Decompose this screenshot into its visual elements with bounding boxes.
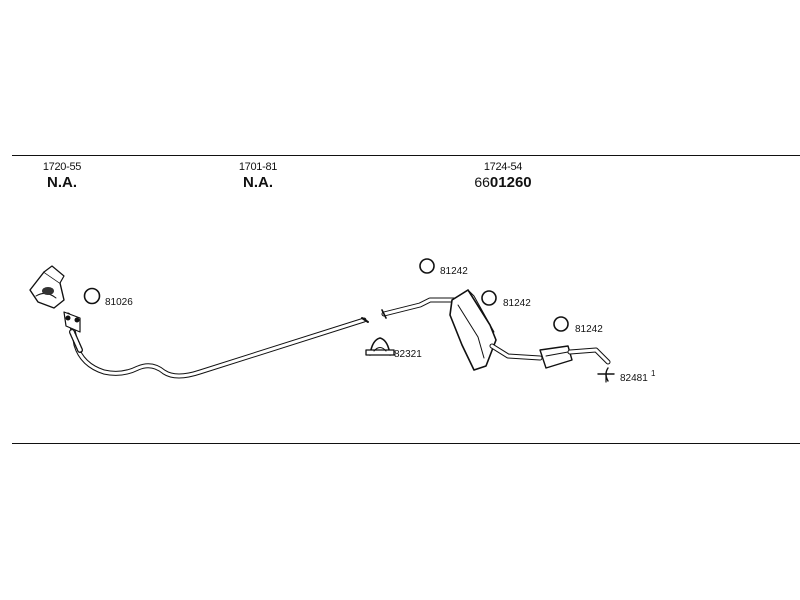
right-gasket-ring-icon bbox=[553, 316, 569, 332]
front-pipe-icon bbox=[63, 311, 369, 379]
bottom-divider-line bbox=[12, 443, 800, 444]
top-gasket-ring-icon bbox=[419, 258, 435, 274]
tail-pipe-icon bbox=[489, 343, 611, 369]
rear-hanger-icon bbox=[597, 367, 615, 383]
rear-muffler-icon bbox=[449, 289, 497, 371]
front-mount-icon bbox=[29, 265, 65, 309]
rear-section-value-number: 01260 bbox=[489, 174, 532, 191]
rear-section-code: 1724-54 bbox=[483, 161, 523, 173]
hanger-superscript: 1 bbox=[651, 369, 656, 378]
middle-gasket-ring-icon bbox=[481, 290, 497, 306]
front-gasket-ring-icon bbox=[83, 287, 101, 305]
rear-section-header: 1724-54 6601260 bbox=[465, 161, 541, 191]
clamp-icon bbox=[365, 337, 395, 356]
rear-section-value: 6601260 bbox=[465, 174, 541, 191]
right-gasket-part-number: 81242 bbox=[575, 324, 603, 335]
middle-section-header: 1701-81 N.A. bbox=[234, 161, 282, 191]
clamp-part-number: 82321 bbox=[394, 349, 422, 360]
top-divider-line bbox=[12, 155, 800, 156]
front-gasket-part-number: 81026 bbox=[105, 297, 133, 308]
middle-gasket-part-number: 81242 bbox=[503, 298, 531, 309]
hanger-part-number: 82481 bbox=[620, 373, 648, 384]
middle-section-code: 1701-81 bbox=[238, 161, 278, 173]
front-section-value: N.A. bbox=[47, 174, 77, 191]
front-section-code: 1720-55 bbox=[42, 161, 82, 173]
front-section-header: 1720-55 N.A. bbox=[40, 161, 84, 191]
rear-section-value-prefix: 66 bbox=[474, 174, 490, 190]
top-gasket-part-number: 81242 bbox=[440, 266, 468, 277]
middle-section-value: N.A. bbox=[243, 174, 273, 191]
rear-connecting-pipe-icon bbox=[381, 297, 463, 319]
